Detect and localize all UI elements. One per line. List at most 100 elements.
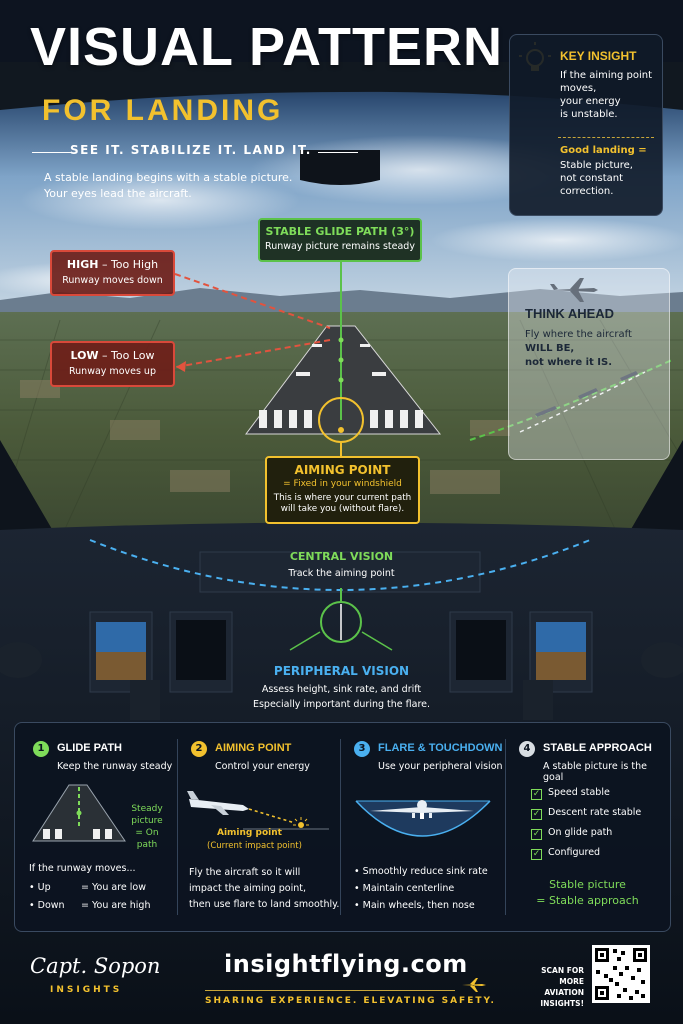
flare-bullet: • Main wheels, then nose — [354, 900, 475, 911]
step-stable-approach: 4 STABLE APPROACH A stable picture is th… — [505, 723, 670, 931]
tagline: SEE IT. STABILIZE IT. LAND IT. — [70, 143, 312, 157]
checklist-text: Configured — [548, 847, 601, 858]
intro-line-2: Your eyes lead the aircraft. — [44, 187, 192, 200]
key-insight-line: moves, — [560, 83, 597, 94]
key-insight-divider — [558, 137, 654, 138]
step-title: STABLE APPROACH — [543, 742, 652, 754]
step-title: FLARE & TOUCHDOWN — [378, 742, 503, 754]
steady-line: = On path — [135, 828, 159, 850]
tagline-divider-left — [32, 152, 72, 153]
aiming-point-label: Aiming point — [217, 828, 282, 838]
think-ahead-line: not where it IS. — [525, 357, 612, 368]
brand-insights-label: INSIGHTS — [50, 985, 123, 995]
aiming-point-text: Fly the aircraft so it will impact the a… — [189, 865, 339, 913]
think-ahead-line: Fly where the aircraft — [525, 329, 632, 340]
key-insight-line: is unstable. — [560, 109, 618, 120]
intro-text: A stable landing begins with a stable pi… — [44, 170, 304, 202]
step-sub: Control your energy — [215, 761, 310, 772]
aiming-point-paren: (Current impact point) — [207, 841, 302, 851]
checklist-text: Descent rate stable — [548, 807, 642, 818]
steady-line: Steady — [131, 804, 163, 814]
good-landing-line: not constant — [560, 173, 624, 184]
key-insight-line: your energy — [560, 96, 621, 107]
too-high-title: HIGH – Too High — [52, 258, 173, 271]
runway-icon — [32, 784, 126, 842]
think-ahead-line: WILL BE, — [525, 343, 575, 354]
aiming-desc-line: This is where your current path — [273, 493, 412, 503]
qr-code-icon[interactable] — [592, 945, 650, 1003]
think-ahead-card — [508, 268, 670, 460]
scan-prompt: SCAN FOR MORE AVIATION INSIGHTS! — [514, 965, 584, 1009]
up-key: Up — [37, 882, 51, 893]
good-landing-line: correction. — [560, 186, 614, 197]
too-high-callout: HIGH – Too High Runway moves down — [50, 250, 175, 296]
central-vision-sub: Track the aiming point — [288, 568, 395, 579]
peripheral-vision-sub: Assess height, sink rate, and drift Espe… — [0, 682, 683, 712]
runway-up-row: • Up — [29, 882, 51, 893]
scan-line: AVIATION INSIGHTS! — [540, 988, 584, 1008]
checklist-text: On glide path — [548, 827, 613, 838]
high-rest: – Too High — [98, 258, 159, 271]
step-title: AIMING POINT — [215, 742, 292, 754]
good-landing-title: Good landing = — [560, 145, 647, 156]
checklist-text: Speed stable — [548, 787, 610, 798]
footer-divider — [205, 990, 455, 991]
checklist-item: ✓Speed stable — [531, 787, 610, 800]
aiming-desc-line: will take you (without flare). — [280, 504, 405, 514]
peripheral-line: Assess height, sink rate, and drift — [261, 684, 422, 695]
flare-bullet: • Smoothly reduce sink rate — [354, 866, 488, 877]
result-line: Stable picture — [549, 878, 626, 891]
aiming-point-desc: This is where your current path will tak… — [267, 493, 418, 515]
tagline-divider-right — [318, 152, 358, 153]
aiming-point-callout: AIMING POINT = Fixed in your windshield … — [265, 456, 420, 524]
good-landing-line: Stable picture, — [560, 160, 633, 171]
step-aiming-point: 2 AIMING POINT Control your energy Aimin… — [177, 723, 340, 931]
too-high-sub: Runway moves down — [62, 275, 163, 286]
runway-moves-label: If the runway moves... — [29, 863, 136, 874]
think-ahead-text: Fly where the aircraft WILL BE, not wher… — [525, 328, 655, 370]
website-url[interactable]: insightflying.com — [224, 950, 468, 978]
aiming-point-sub: = Fixed in your windshield — [283, 479, 402, 489]
good-landing-text: Stable picture, not constant correction. — [560, 159, 655, 198]
key-insight-line: If the aiming point — [560, 70, 653, 81]
glide-path-sub: Runway picture remains steady — [265, 241, 415, 252]
too-low-title: LOW – Too Low — [52, 349, 173, 362]
qr-pattern — [595, 948, 647, 1000]
aiming-text-line: Fly the aircraft so it will — [189, 867, 301, 878]
too-low-sub: Runway moves up — [68, 366, 156, 377]
low-word: LOW — [70, 349, 99, 362]
airplane-icon — [462, 978, 486, 992]
intro-line-1: A stable landing begins with a stable pi… — [44, 171, 293, 184]
steady-line: picture — [131, 816, 163, 826]
page-subtitle: FOR LANDING — [42, 94, 284, 127]
aircraft-descent-icon — [187, 791, 329, 830]
low-rest: – Too Low — [98, 349, 155, 362]
brand-signature-logo: Capt. Sopon — [30, 954, 161, 978]
step-sub: Use your peripheral vision — [378, 761, 503, 772]
checklist-item: ✓ On glide path — [531, 827, 613, 840]
touchdown-view-icon — [355, 800, 491, 837]
aiming-text-line: then use flare to land smoothly. — [189, 899, 340, 910]
flare-bullet-text: Smoothly reduce sink rate — [362, 866, 488, 877]
peripheral-line: Especially important during the flare. — [252, 699, 431, 710]
runway-down-row: • Down — [29, 900, 65, 911]
result-line: = Stable approach — [536, 894, 639, 907]
checklist-item: ✓Descent rate stable — [531, 807, 642, 820]
key-insight-card: KEY INSIGHT If the aiming point moves, y… — [509, 34, 663, 216]
lightbulb-icon — [524, 49, 548, 79]
think-ahead-title: THINK AHEAD — [525, 306, 615, 321]
key-insight-title: KEY INSIGHT — [560, 49, 637, 63]
checkbox-icon: ✓ — [531, 829, 542, 840]
step-number-badge: 3 — [354, 741, 370, 757]
glide-path-title: STABLE GLIDE PATH (3°) — [265, 225, 415, 238]
checkbox-icon: ✓ — [531, 849, 542, 860]
down-key: Down — [37, 900, 65, 911]
runway-up-value: = You are low — [81, 882, 146, 893]
central-vision-title: CENTRAL VISION — [289, 550, 394, 563]
step-number-badge: 4 — [519, 741, 535, 757]
steady-picture-note: Steady picture = On path — [127, 803, 167, 851]
scan-line: SCAN FOR MORE — [541, 966, 584, 986]
step-title: GLIDE PATH — [57, 742, 122, 754]
step-number-badge: 1 — [33, 741, 49, 757]
aiming-text-line: impact the aiming point, — [189, 883, 306, 894]
